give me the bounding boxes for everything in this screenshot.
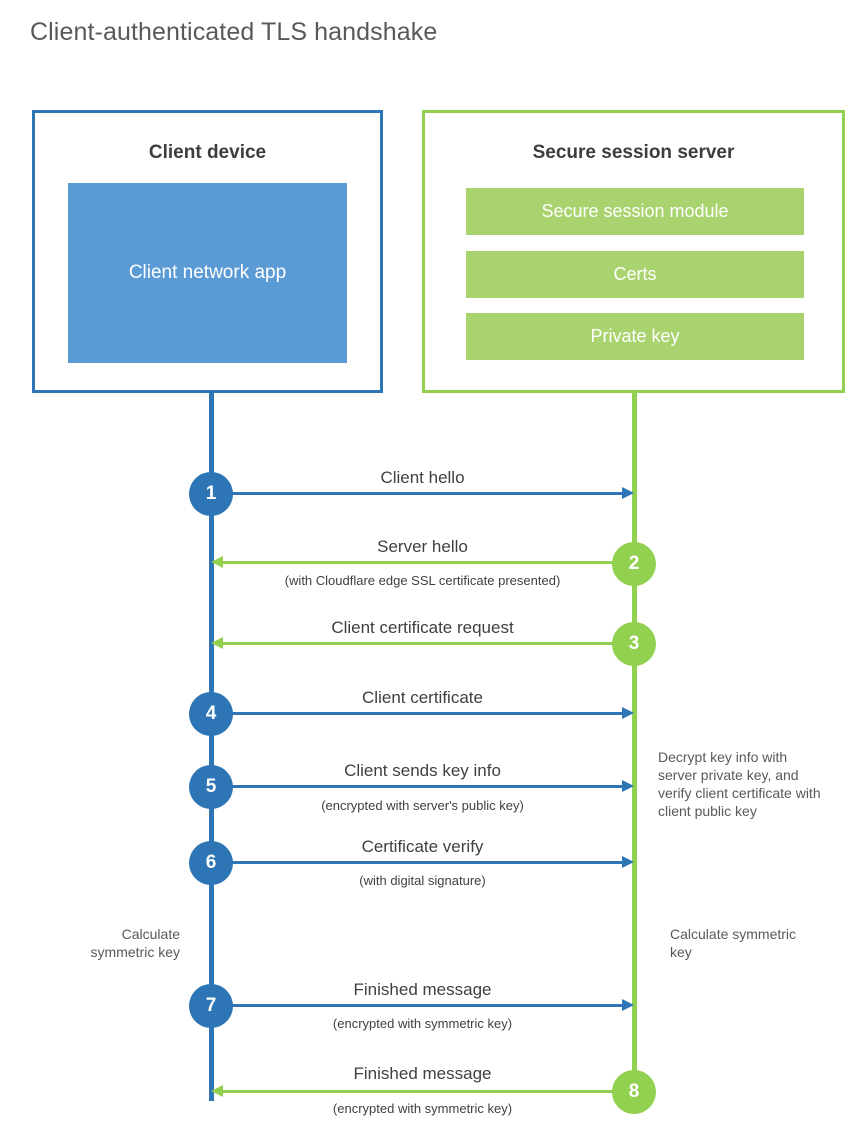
- step-7-label: Finished message: [353, 980, 492, 999]
- step-8-sublabel: (encrypted with symmetric key): [332, 1101, 513, 1116]
- step-2-arrow: [211, 556, 634, 568]
- client-device-title: Client device: [148, 142, 267, 163]
- step-5-arrow: [211, 780, 634, 792]
- server-calculate-symmetric-key-note: Calculate symmetric key: [670, 926, 797, 960]
- secure-session-server-title: Secure session server: [532, 142, 735, 163]
- client-device-box: Client device Client network app: [32, 110, 383, 393]
- server-decrypt-note: Decrypt key info with server private key…: [658, 749, 821, 819]
- step-7-circle[interactable]: 7: [189, 984, 233, 1028]
- step-2-sublabel: (with Cloudflare edge SSL certificate pr…: [284, 573, 561, 588]
- step-8-circle[interactable]: 8: [612, 1070, 656, 1114]
- step-7-arrow: [211, 999, 634, 1011]
- step-7-sublabel: (encrypted with symmetric key): [332, 1016, 513, 1031]
- step-5-circle[interactable]: 5: [189, 765, 233, 809]
- page-title: Client-authenticated TLS handshake: [30, 18, 438, 46]
- server-module-certs: Certs: [466, 251, 804, 298]
- step-6-label: Certificate verify: [361, 837, 484, 856]
- step-4-arrow: [211, 707, 634, 719]
- step-1-circle[interactable]: 1: [189, 472, 233, 516]
- server-module-private-key: Private key: [466, 313, 804, 360]
- step-2-circle[interactable]: 2: [612, 542, 656, 586]
- client-lifeline: [209, 391, 214, 1101]
- step-2-label: Server hello: [377, 537, 468, 556]
- step-6-sublabel: (with digital signature): [359, 873, 486, 888]
- step-5-sublabel: (encrypted with server's public key): [321, 798, 524, 813]
- step-3-circle[interactable]: 3: [612, 622, 656, 666]
- step-8-arrow: [211, 1085, 634, 1097]
- step-3-label: Client certificate request: [331, 618, 514, 637]
- server-module-secure-session-module: Secure session module: [466, 188, 804, 235]
- client-calculate-symmetric-key-note: Calculate symmetric key: [90, 926, 180, 960]
- step-6-circle[interactable]: 6: [189, 841, 233, 885]
- step-1-label: Client hello: [380, 468, 465, 487]
- client-network-app-block: Client network app: [68, 183, 347, 363]
- secure-session-server-box: Secure session server Secure session mod…: [422, 110, 845, 393]
- step-8-label: Finished message: [353, 1064, 492, 1083]
- step-5-label: Client sends key info: [344, 761, 501, 780]
- step-6-arrow: [211, 856, 634, 868]
- step-3-arrow: [211, 637, 634, 649]
- step-4-circle[interactable]: 4: [189, 692, 233, 736]
- server-lifeline: [632, 391, 637, 1093]
- step-4-label: Client certificate: [362, 688, 483, 707]
- step-1-arrow: [211, 487, 634, 499]
